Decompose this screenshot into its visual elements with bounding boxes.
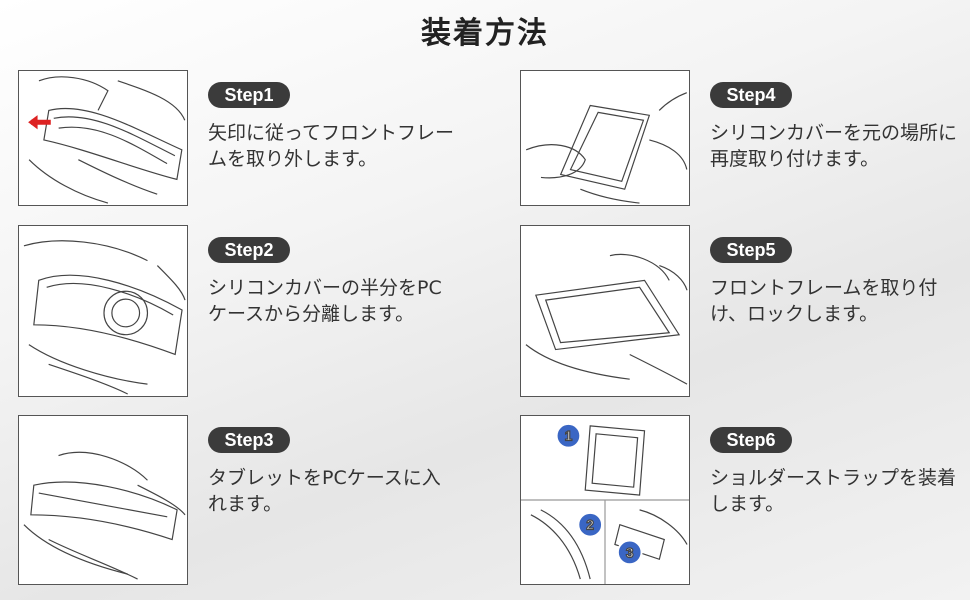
step-5-illustration xyxy=(520,225,690,397)
step-6-marker-1-label: 1 xyxy=(565,428,573,444)
step-2-text: シリコンカバーの半分をPCケースから分離します。 xyxy=(208,277,442,325)
step-6-text: ショルダーストラップを装着します。 xyxy=(710,467,957,515)
step-4: Step4 シリコンカバーを元の場所に再度取り付けます。 xyxy=(520,70,960,240)
step-1: Step1 矢印に従ってフロントフレームを取り外します。 xyxy=(18,70,458,240)
step-6-marker-3-label: 3 xyxy=(626,544,634,560)
step-1-illustration xyxy=(18,70,188,206)
step-1-text: 矢印に従ってフロントフレームを取り外します。 xyxy=(208,122,455,170)
step-6-illustration: 1 2 3 xyxy=(520,415,690,585)
step-5: Step5 フロントフレームを取り付け、ロックします。 xyxy=(520,225,960,397)
step-6-badge: Step6 xyxy=(710,427,792,453)
step-5-text: フロントフレームを取り付け、ロックします。 xyxy=(710,277,938,325)
step-5-badge: Step5 xyxy=(710,237,792,263)
step-2-badge: Step2 xyxy=(208,237,290,263)
step-6-marker-2 xyxy=(577,511,604,538)
step-4-text: シリコンカバーを元の場所に再度取り付けます。 xyxy=(710,122,958,170)
step-6-marker-2-label: 2 xyxy=(586,517,594,533)
step-3-text: タブレットをPCケースに入れます。 xyxy=(208,467,441,515)
step-2: Step2 シリコンカバーの半分をPCケースから分離します。 xyxy=(18,225,458,397)
page-title: 装着方法 xyxy=(421,16,549,51)
step-4-badge: Step4 xyxy=(710,82,792,108)
step-3-illustration xyxy=(18,415,188,585)
step-6-marker-1 xyxy=(555,422,582,449)
step-1-badge: Step1 xyxy=(208,82,290,108)
step-3: Step3 タブレットをPCケースに入れます。 xyxy=(18,415,458,585)
step-4-illustration xyxy=(520,70,690,206)
step-6-marker-3 xyxy=(616,539,643,566)
step-6: 1 2 3 Step6 ショルダーストラップを装着します。 xyxy=(520,415,960,585)
step-3-badge: Step3 xyxy=(208,427,290,453)
step-2-illustration xyxy=(18,225,188,397)
